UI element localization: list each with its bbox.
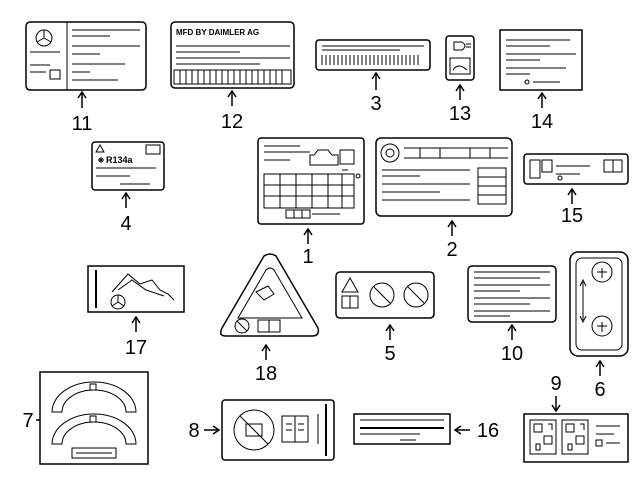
callout-10: 10	[501, 343, 523, 365]
qr-code-icon	[529, 419, 557, 455]
callout-18: 18	[255, 363, 277, 385]
callout-12: 12	[221, 111, 243, 133]
label-17	[87, 265, 185, 332]
callout-14: 14	[531, 111, 553, 133]
callout-15: 15	[561, 205, 583, 227]
snowflake-icon	[98, 157, 104, 163]
callout-8: 8	[188, 420, 199, 442]
label-1	[257, 137, 365, 244]
callout-16: 16	[477, 420, 499, 442]
headlamp-icon	[453, 41, 471, 51]
no-child-seat-icon	[403, 282, 429, 308]
emblem-icon	[380, 143, 400, 163]
airbag-icon	[255, 285, 275, 301]
book-icon	[257, 319, 281, 333]
no-child-icon	[369, 282, 395, 308]
label-12: MFD BY DAIMLER AG	[170, 21, 295, 106]
callout-11: 11	[72, 113, 93, 135]
warning-triangle-icon	[341, 276, 359, 293]
callout-3: 3	[370, 93, 381, 115]
label-9	[523, 396, 629, 463]
label-7	[36, 371, 149, 465]
label-13	[445, 35, 475, 100]
label-2	[375, 137, 513, 236]
callout-9: 9	[550, 373, 561, 395]
label-3	[315, 39, 431, 90]
label-14	[499, 29, 583, 108]
callout-13: 13	[449, 103, 471, 125]
label-16	[353, 413, 470, 445]
label-18	[219, 253, 320, 360]
book-icon	[341, 295, 359, 309]
callout-2: 2	[446, 239, 457, 261]
warning-triangle-icon	[95, 143, 105, 153]
label-5	[335, 271, 435, 340]
callout-7: 7	[22, 410, 33, 432]
qr-code-icon	[561, 419, 589, 455]
label-10	[467, 265, 557, 340]
no-symbol-icon	[233, 409, 275, 451]
label-8	[204, 399, 335, 461]
book-icon	[281, 415, 309, 443]
label-4: R134a	[91, 141, 165, 208]
label-6	[569, 251, 629, 376]
callout-1: 1	[302, 246, 313, 268]
callout-17: 17	[125, 337, 147, 359]
label-11	[25, 21, 147, 108]
mfd-label-text: MFD BY DAIMLER AG	[176, 28, 259, 37]
car-icon	[309, 149, 339, 166]
callout-6: 6	[594, 379, 605, 401]
callout-4: 4	[120, 213, 131, 235]
callout-5: 5	[384, 343, 395, 365]
label-15	[523, 153, 629, 204]
refrigerant-text: R134a	[106, 155, 134, 165]
no-symbol-icon	[234, 318, 250, 334]
